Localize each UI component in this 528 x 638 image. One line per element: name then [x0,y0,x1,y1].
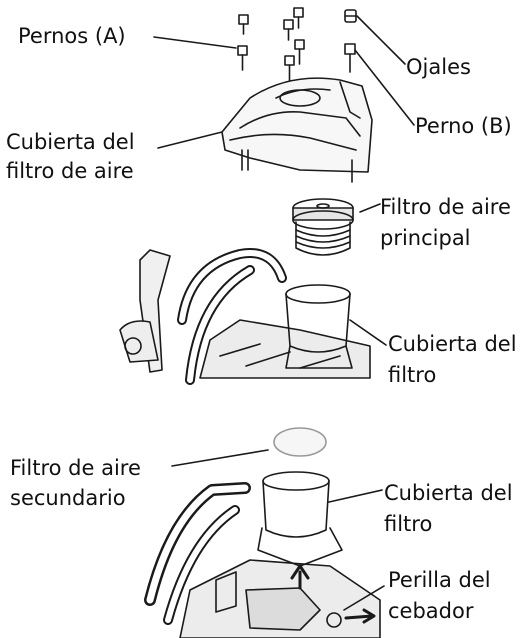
filter-cover-cylinder-top [285,284,353,369]
engine-block-bottom [144,482,381,638]
arrow-right-icon [344,608,376,624]
label-choke-knob-1: Perilla del [388,568,491,592]
bolt-icon [283,19,294,41]
label-bolts-a: Pernos (A) [18,24,126,48]
bolt-icon [237,45,248,71]
bolts-a-group [237,7,305,83]
bolt-b-icon [344,43,356,73]
secondary-air-filter-shape [273,427,327,457]
grommet-icon [344,9,357,23]
label-filter-cover-top-1: Cubierta del [388,332,517,356]
bolt-icon [293,7,304,29]
arrow-up-icon [290,564,310,590]
bolt-icon [238,14,249,35]
label-filter-cover-top-2: filtro [388,363,437,387]
bolt-icon [294,39,305,65]
label-secondary-air-filter-2: secundario [10,486,126,510]
label-grommets: Ojales [406,55,471,79]
bolt-icon [284,55,295,83]
label-primary-air-filter-2: principal [380,226,471,250]
engine-block-top [119,248,371,385]
filter-cover-cylinder-bottom [257,471,343,567]
label-filter-cover-bottom-1: Cubierta del [384,481,513,505]
label-bolt-b: Perno (B) [415,114,512,138]
label-air-filter-cover-2: filtro de aire [6,159,134,183]
label-choke-knob-2: cebador [388,599,474,623]
label-secondary-air-filter-1: Filtro de aire [10,456,141,480]
label-air-filter-cover-1: Cubierta del [6,130,135,154]
air-filter-cover-shape [221,77,373,183]
primary-air-filter-shape [292,198,354,256]
label-primary-air-filter-1: Filtro de aire [380,195,511,219]
label-filter-cover-bottom-2: filtro [384,512,433,536]
